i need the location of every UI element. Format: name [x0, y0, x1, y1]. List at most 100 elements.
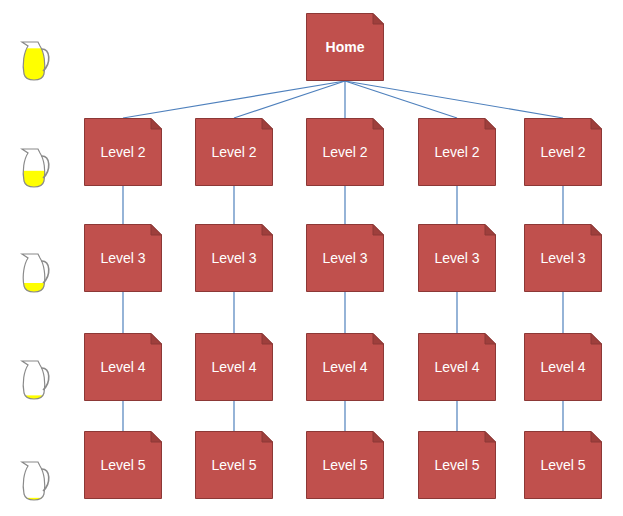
- page-outline: [307, 334, 384, 401]
- pitcher-body: [22, 42, 45, 80]
- page-fold: [373, 225, 384, 236]
- page-box: Level 5: [195, 431, 273, 499]
- pitcher-handle: [41, 469, 49, 491]
- page-outline: [525, 334, 602, 401]
- page-fold: [373, 14, 384, 25]
- pitcher-body: [22, 254, 45, 292]
- page-outline: [196, 119, 273, 186]
- page-fold: [151, 334, 162, 345]
- page-box: Level 3: [306, 224, 384, 292]
- page-fold: [591, 119, 602, 130]
- box-label: Level 5: [322, 457, 367, 474]
- box-label: Level 2: [434, 144, 479, 161]
- page-outline: [85, 225, 162, 292]
- box-label: Level 3: [100, 250, 145, 267]
- pitcher-body: [22, 462, 45, 500]
- hierarchy-link: [562, 186, 563, 224]
- hierarchy-link: [234, 81, 345, 118]
- box-label: Level 5: [211, 457, 256, 474]
- page-box: Level 4: [195, 333, 273, 401]
- page-box: Level 2: [84, 118, 162, 186]
- page-outline: [307, 432, 384, 499]
- page-fold: [485, 334, 496, 345]
- page-box: Level 3: [418, 224, 496, 292]
- page-box: Level 5: [418, 431, 496, 499]
- page-outline: [196, 225, 273, 292]
- page-box: Level 4: [306, 333, 384, 401]
- page-fold: [485, 225, 496, 236]
- hierarchy-link: [456, 186, 457, 224]
- box-label: Level 2: [211, 144, 256, 161]
- page-box: Level 4: [84, 333, 162, 401]
- page-box: Level 4: [524, 333, 602, 401]
- box-label: Level 2: [100, 144, 145, 161]
- box-label: Level 3: [434, 250, 479, 267]
- page-fold: [485, 119, 496, 130]
- page-fold: [591, 334, 602, 345]
- pitcher-icon: [18, 462, 50, 502]
- box-label: Home: [326, 39, 365, 56]
- page-outline: [196, 334, 273, 401]
- page-box: Level 3: [195, 224, 273, 292]
- box-label: Level 3: [322, 250, 367, 267]
- page-outline: [419, 225, 496, 292]
- page-outline: [419, 119, 496, 186]
- page-outline: [419, 334, 496, 401]
- page-fold: [151, 119, 162, 130]
- page-outline: [419, 432, 496, 499]
- page-box: Level 2: [306, 118, 384, 186]
- hierarchy-link: [344, 292, 345, 333]
- page-outline: [307, 14, 384, 81]
- home-page-box: Home: [306, 13, 384, 81]
- page-outline: [525, 119, 602, 186]
- page-outline: [85, 432, 162, 499]
- hierarchy-link: [233, 186, 234, 224]
- hierarchy-link: [562, 401, 563, 431]
- page-outline: [307, 225, 384, 292]
- page-fold: [262, 432, 273, 443]
- box-label: Level 5: [100, 457, 145, 474]
- page-box: Level 5: [524, 431, 602, 499]
- pitcher-body: [22, 361, 45, 399]
- pitcher-handle: [41, 156, 49, 178]
- hierarchy-link: [233, 292, 234, 333]
- page-outline: [525, 432, 602, 499]
- box-label: Level 4: [322, 359, 367, 376]
- box-label: Level 4: [540, 359, 585, 376]
- hierarchy-link: [456, 401, 457, 431]
- page-fold: [373, 334, 384, 345]
- box-label: Level 5: [540, 457, 585, 474]
- pitcher-liquid: [18, 395, 50, 401]
- page-fold: [262, 225, 273, 236]
- hierarchy-link: [344, 186, 345, 224]
- page-outline: [525, 225, 602, 292]
- box-label: Level 2: [540, 144, 585, 161]
- page-fold: [485, 432, 496, 443]
- box-label: Level 3: [211, 250, 256, 267]
- pitcher-icon: [18, 361, 50, 401]
- pitcher-icon: [18, 254, 50, 294]
- page-outline: [196, 432, 273, 499]
- hierarchy-link: [233, 401, 234, 431]
- hierarchy-link: [344, 401, 345, 431]
- page-outline: [85, 334, 162, 401]
- page-fold: [262, 119, 273, 130]
- hierarchy-link: [344, 81, 345, 118]
- hierarchy-link: [345, 81, 457, 118]
- page-fold: [373, 432, 384, 443]
- hierarchy-link: [122, 292, 123, 333]
- pitcher-icon: [18, 149, 50, 189]
- page-box: Level 5: [306, 431, 384, 499]
- pitcher-handle: [41, 49, 49, 71]
- page-fold: [591, 432, 602, 443]
- page-fold: [591, 225, 602, 236]
- box-label: Level 5: [434, 457, 479, 474]
- page-fold: [373, 119, 384, 130]
- page-box: Level 3: [84, 224, 162, 292]
- box-label: Level 4: [211, 359, 256, 376]
- page-box: Level 2: [524, 118, 602, 186]
- page-box: Level 2: [418, 118, 496, 186]
- hierarchy-link: [122, 401, 123, 431]
- page-fold: [151, 432, 162, 443]
